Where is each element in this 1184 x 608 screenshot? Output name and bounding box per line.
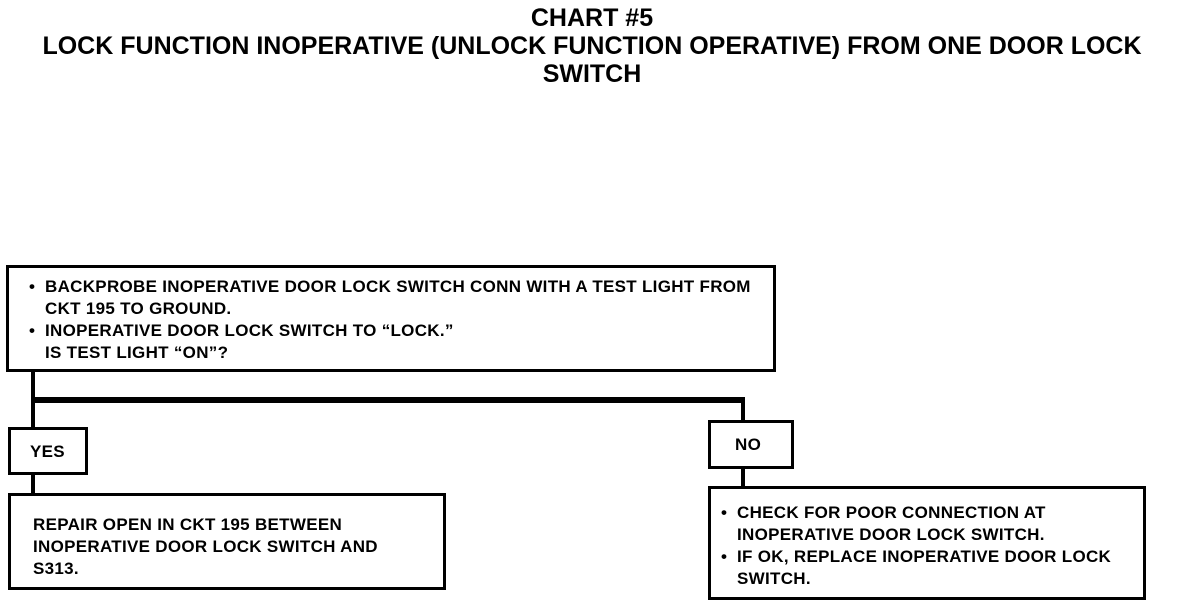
question-bullets: BACKPROBE INOPERATIVE DOOR LOCK SWITCH C… [29, 276, 773, 342]
no-branch-box: NO [708, 420, 794, 469]
no-label: NO [735, 435, 762, 454]
chart-number: CHART #5 [530, 4, 654, 32]
yes-label: YES [30, 442, 65, 461]
no-action-box: CHECK FOR POOR CONNECTION AT INOPERATIVE… [708, 486, 1146, 600]
yes-action-text: REPAIR OPEN IN CKT 195 BETWEEN INOPERATI… [33, 515, 378, 578]
yes-branch-box: YES [8, 427, 88, 475]
no-action-bullet: IF OK, REPLACE INOPERATIVE DOOR LOCK SWI… [721, 546, 1131, 590]
question-text: IS TEST LIGHT “ON”? [45, 343, 229, 362]
no-action-bullets: CHECK FOR POOR CONNECTION AT INOPERATIVE… [721, 502, 1131, 590]
question-bullet: INOPERATIVE DOOR LOCK SWITCH TO “LOCK.” [29, 320, 773, 342]
no-action-bullet: CHECK FOR POOR CONNECTION AT INOPERATIVE… [721, 502, 1131, 546]
chart-title: LOCK FUNCTION INOPERATIVE (UNLOCK FUNCTI… [42, 32, 1142, 88]
question-bullet: BACKPROBE INOPERATIVE DOOR LOCK SWITCH C… [29, 276, 773, 320]
yes-action-box: REPAIR OPEN IN CKT 195 BETWEEN INOPERATI… [8, 493, 446, 590]
chart-header: CHART #5 LOCK FUNCTION INOPERATIVE (UNLO… [0, 4, 1184, 88]
question-box: BACKPROBE INOPERATIVE DOOR LOCK SWITCH C… [6, 265, 776, 372]
